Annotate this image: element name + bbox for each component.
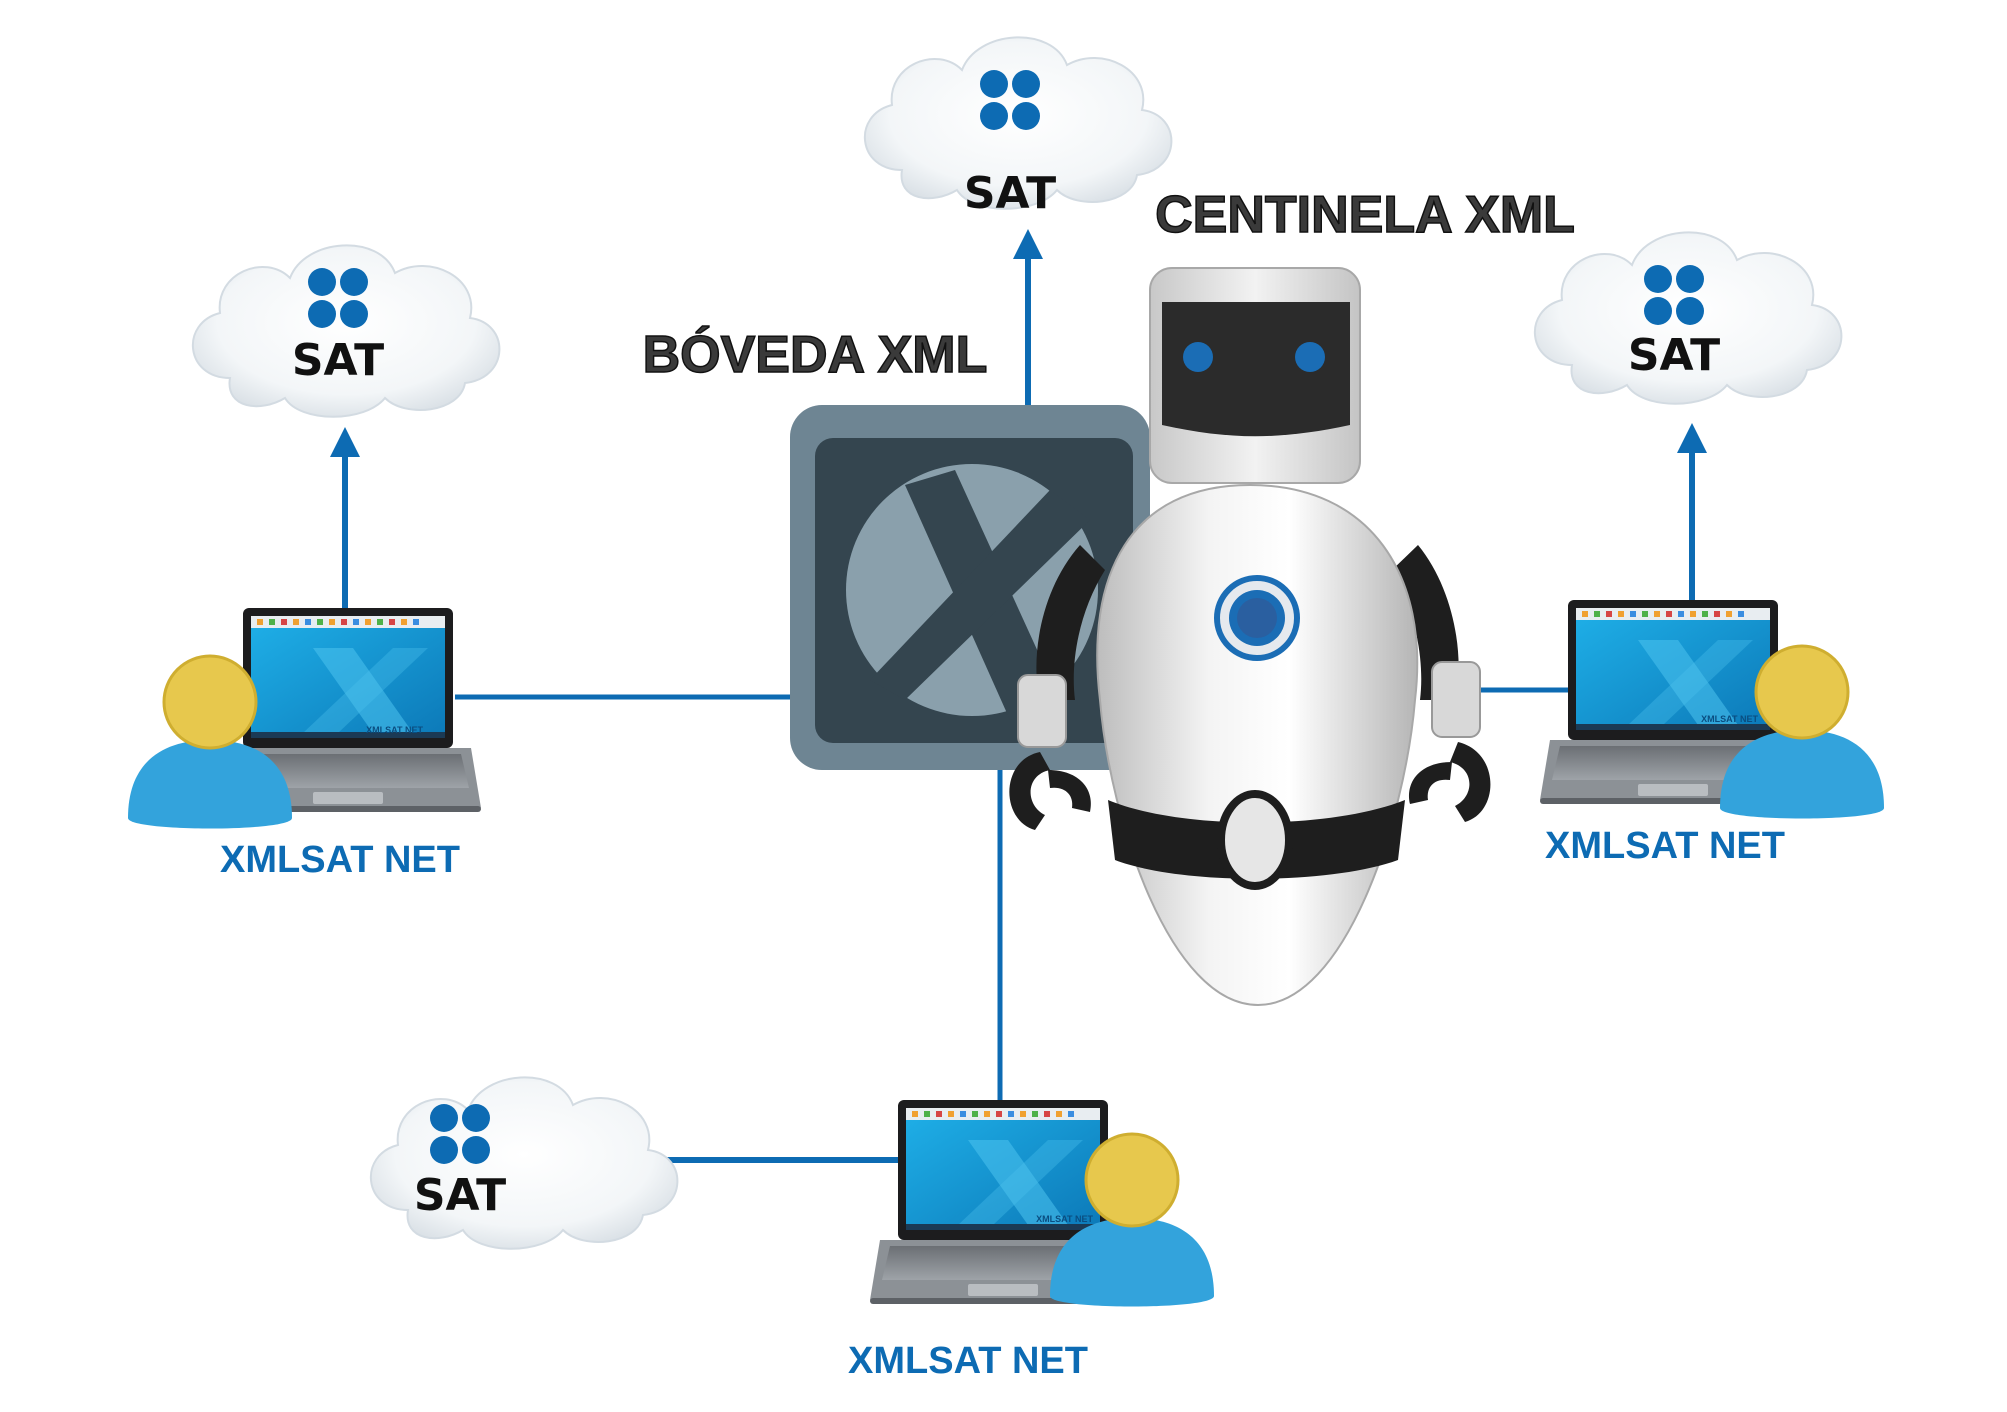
robot: CENTINELA XML	[1009, 185, 1576, 1007]
client-label: XMLSAT NET	[220, 839, 460, 881]
sat-cloud-label: SAT	[1628, 330, 1720, 381]
vault-x-icon	[790, 405, 1150, 770]
sat-cloud-label: SAT	[292, 335, 384, 386]
sat-cloud-bottom: SAT	[369, 1076, 679, 1250]
sat-cloud-left: SAT	[191, 244, 501, 418]
laptop-brand-text: XMLSAT NET	[1036, 1214, 1093, 1224]
client-label: XMLSAT NET	[1545, 825, 1785, 867]
robot-icon	[1009, 267, 1491, 1007]
vault-hub: BÓVEDA XML	[642, 325, 1150, 770]
connectors	[330, 229, 1707, 1175]
robot-label: CENTINELA XML	[1155, 186, 1575, 244]
client-left: XMLSAT NET XMLSAT NET	[126, 608, 481, 881]
sat-cloud-right: SAT	[1533, 231, 1843, 405]
laptop-brand-text: XMLSAT NET	[1701, 714, 1758, 724]
laptop-brand-text: XMLSAT NET	[366, 725, 423, 735]
cloud-icon	[369, 1076, 679, 1250]
sat-cloud-label: SAT	[414, 1170, 506, 1221]
laptop-icon: XMLSAT NET	[1540, 600, 1806, 804]
vault-label: BÓVEDA XML	[643, 326, 988, 384]
client-label: XMLSAT NET	[848, 1340, 1088, 1382]
client-bottom: XMLSAT NET XMLSAT NET	[848, 1100, 1216, 1382]
sat-cloud-top: SAT	[863, 36, 1173, 219]
client-right: XMLSAT NET XMLSAT NET	[1540, 600, 1886, 867]
sat-cloud-label: SAT	[964, 168, 1056, 219]
laptop-icon: XMLSAT NET	[870, 1100, 1136, 1304]
laptop-icon: XMLSAT NET	[215, 608, 481, 812]
